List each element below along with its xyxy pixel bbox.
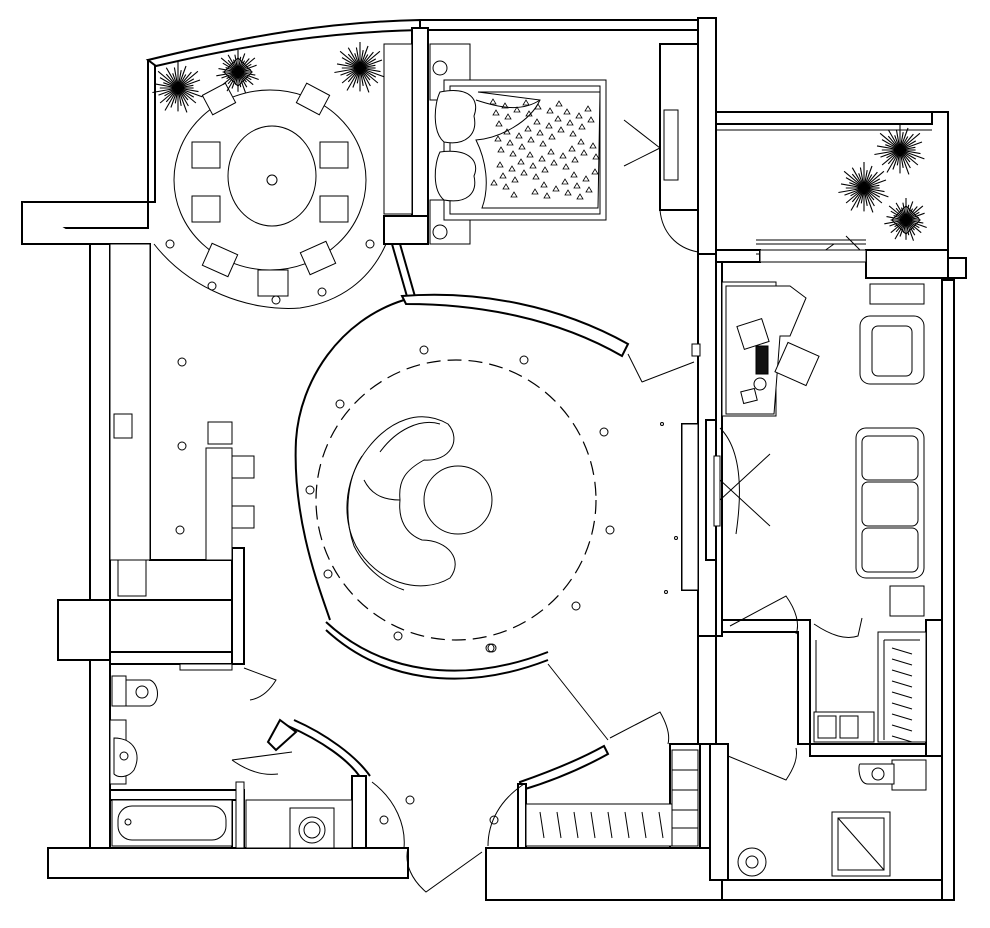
dining-area — [153, 43, 413, 309]
potted-plant — [152, 62, 203, 113]
potted-plant — [884, 198, 927, 241]
toilet — [111, 675, 158, 707]
potted-plant — [874, 124, 925, 175]
closet — [813, 631, 927, 743]
bottom-wardrobe — [525, 749, 699, 847]
bedroom — [429, 43, 607, 245]
potted-plant — [152, 42, 927, 241]
bathroom-left — [109, 663, 353, 849]
bathroom-right — [737, 759, 927, 877]
living-hall — [294, 299, 699, 653]
hanging-rail — [891, 647, 913, 743]
sofa — [855, 427, 925, 579]
dining-chair — [191, 82, 349, 297]
armchair — [859, 315, 925, 385]
potted-plant — [216, 50, 259, 93]
balcony — [716, 129, 932, 245]
doors — [231, 109, 867, 893]
potted-plant — [838, 162, 889, 213]
pillow — [434, 90, 477, 202]
bathtub — [111, 799, 233, 847]
kitchen-area — [109, 243, 255, 597]
potted-plant — [334, 42, 385, 93]
washbasin — [109, 719, 138, 785]
hanging-rail — [539, 811, 664, 839]
curved-sofa — [346, 416, 456, 591]
entry-lights — [379, 643, 499, 825]
bed-pattern — [489, 98, 600, 200]
study — [721, 281, 925, 617]
